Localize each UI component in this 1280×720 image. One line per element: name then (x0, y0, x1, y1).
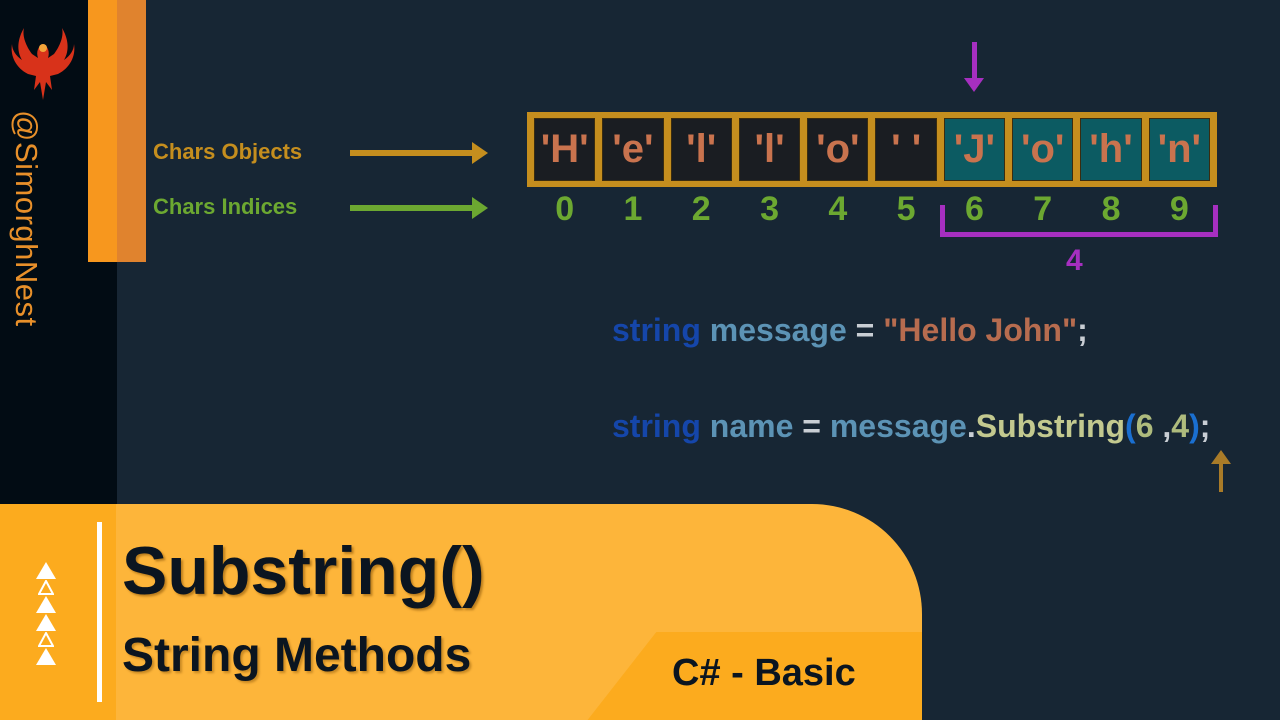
char-cell-highlighted: 'J' (943, 118, 1006, 181)
chars-array: 'H' 'e' 'l' 'l' 'o' ' ' 'J' 'o' 'h' 'n' (527, 112, 1217, 187)
char-cell: 'H' (534, 118, 596, 181)
dot: . (966, 408, 976, 444)
orange-accent-bar-dark (117, 0, 146, 262)
object-ref: message (829, 408, 967, 444)
arg-start-index: 6 (1135, 408, 1154, 444)
keyword: string (612, 408, 701, 444)
index-label: 2 (691, 190, 711, 228)
course-tag: C# - Basic (672, 652, 856, 694)
char-cell: 'l' (738, 118, 801, 181)
char-cell-highlighted: 'n' (1148, 118, 1210, 181)
char-cell-highlighted: 'o' (1012, 118, 1074, 181)
triangle-filled-icon (36, 562, 56, 579)
variable: name (709, 408, 794, 444)
index-label: 0 (555, 190, 575, 228)
variable: message (709, 312, 847, 348)
chars-indices-label: Chars Indices (153, 194, 298, 219)
index-label: 7 (1033, 190, 1053, 228)
char-cell-highlighted: 'h' (1080, 118, 1142, 181)
char-cell: 'l' (670, 118, 732, 181)
triangle-filled-icon (36, 596, 56, 613)
arrow-right-icon (350, 197, 488, 219)
substring-length-label: 4 (1066, 244, 1083, 277)
char-indices: 0 1 2 3 4 5 6 7 8 9 (527, 190, 1217, 229)
paren-open: ( (1125, 408, 1136, 444)
index-label: 9 (1169, 190, 1189, 228)
chars-objects-label: Chars Objects (153, 139, 303, 164)
substring-bracket (940, 205, 1218, 237)
divider-line (97, 522, 102, 702)
index-label: 5 (896, 190, 916, 228)
char-cell: 'e' (602, 118, 664, 181)
semicolon: ; (1077, 312, 1088, 348)
method-name: Substring (975, 408, 1126, 444)
triangle-filled-icon (36, 614, 56, 631)
arrow-up-icon (1211, 450, 1231, 492)
orange-accent-bar (88, 0, 117, 262)
comma: , (1153, 408, 1172, 444)
triangle-filled-icon (36, 648, 56, 665)
index-label: 3 (760, 190, 779, 228)
index-label: 1 (623, 190, 643, 228)
index-label: 4 (828, 190, 848, 228)
phoenix-logo-icon (11, 28, 75, 100)
keyword: string (612, 312, 701, 348)
banner-left-strip (0, 504, 116, 720)
operator: = (802, 408, 821, 444)
triangle-outline-icon (38, 632, 54, 647)
arg-length: 4 (1171, 408, 1190, 444)
video-subtitle: String Methods (122, 629, 472, 682)
video-title: Substring() (122, 533, 485, 609)
operator: = (855, 312, 875, 348)
paren-close: ) (1189, 408, 1200, 444)
index-label: 6 (964, 190, 984, 228)
arrow-down-icon (964, 42, 984, 92)
char-cell: ' ' (875, 118, 937, 181)
semicolon: ; (1199, 408, 1211, 444)
arrow-right-icon (350, 142, 488, 164)
string-literal: "Hello John" (883, 312, 1078, 348)
index-label: 8 (1101, 190, 1121, 228)
triangle-outline-icon (38, 580, 54, 595)
code-line-1: string message = "Hello John"; (612, 312, 1088, 349)
char-cell: 'o' (807, 118, 869, 181)
code-line-2: string name = message.Substring(6 ,4); (612, 408, 1210, 445)
title-banner: Substring() String Methods C# - Basic (0, 504, 922, 720)
